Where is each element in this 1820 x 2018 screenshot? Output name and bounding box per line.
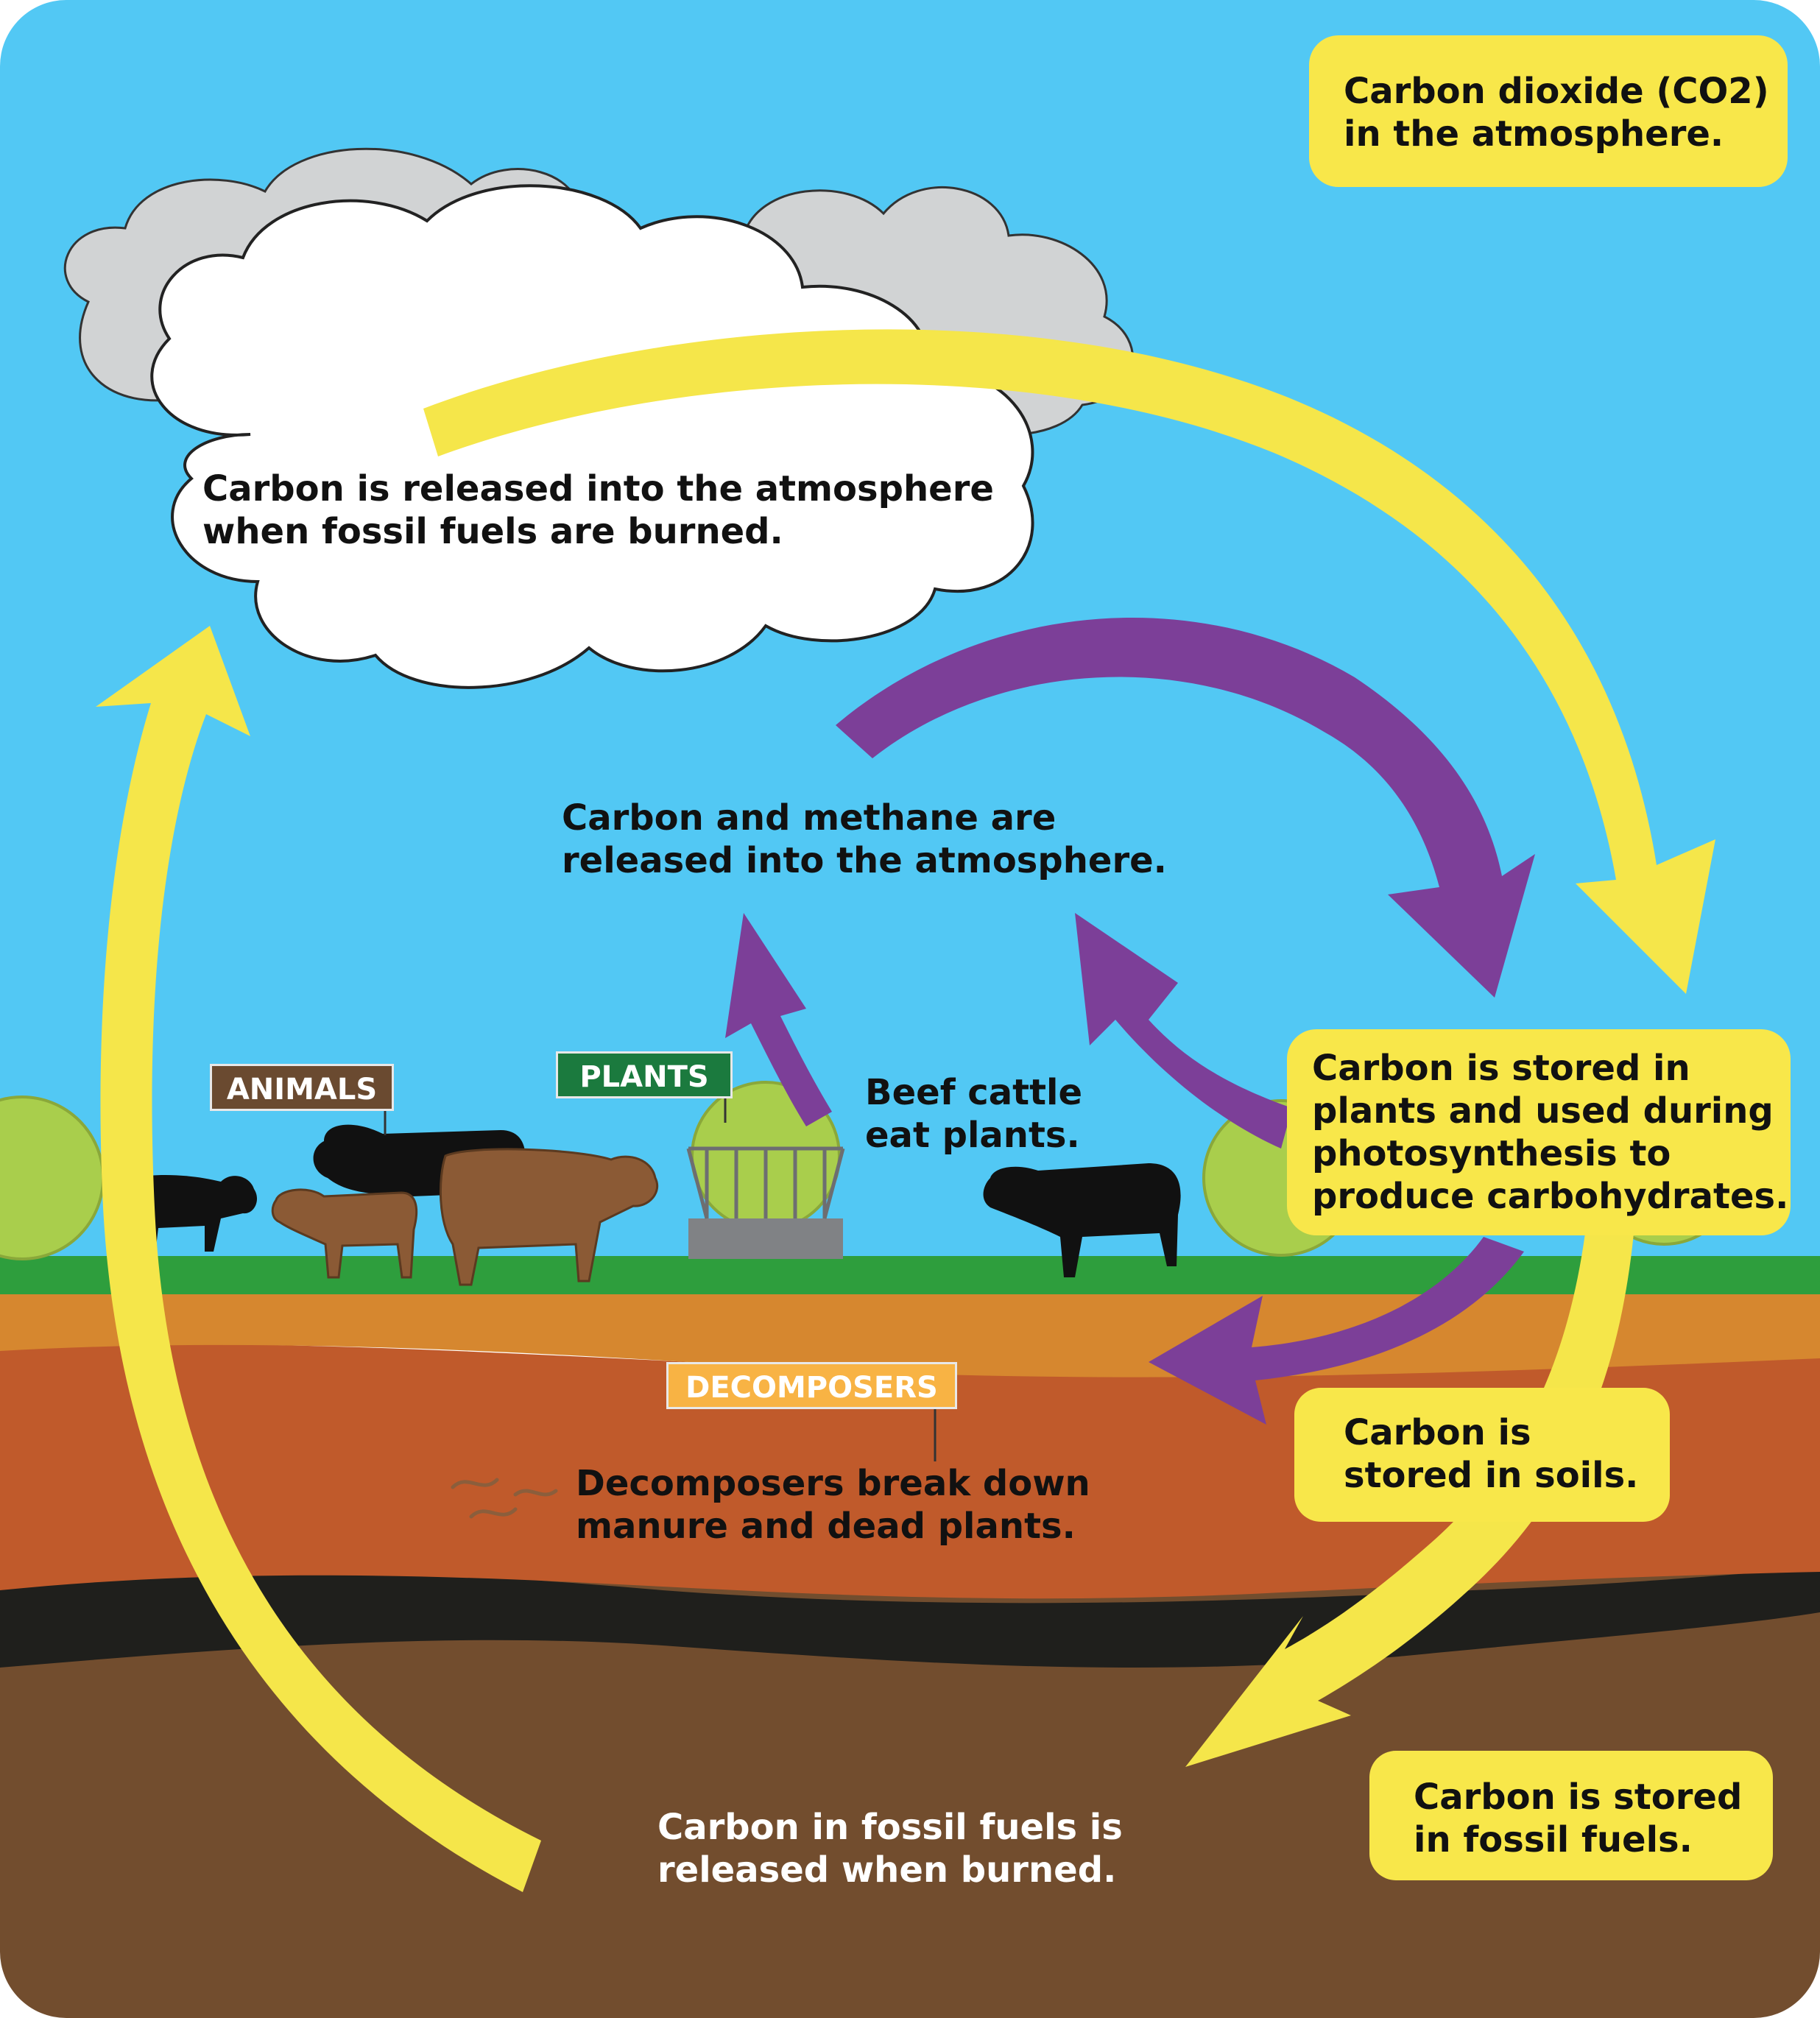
callout-box-soils xyxy=(1294,1388,1670,1522)
cloud-icon xyxy=(150,184,1034,689)
callout-box-fossil xyxy=(1369,1751,1773,1880)
tag-animals: ANIMALS xyxy=(210,1064,394,1111)
label-fossil-burned-cloud: Carbon is released into the atmosphere w… xyxy=(202,468,994,552)
label-fossil-released: Carbon in fossil fuels is released when … xyxy=(657,1807,1123,1891)
cow-icon xyxy=(271,1148,659,1286)
callout-box-plants xyxy=(1287,1029,1791,1235)
label-decomposers-text: Decomposers break down manure and dead p… xyxy=(576,1463,1090,1547)
label-cattle-eat: Beef cattle eat plants. xyxy=(865,1072,1083,1156)
worm-icon xyxy=(451,1478,558,1519)
callout-box-atmosphere xyxy=(1309,35,1788,187)
purple-flow-arrows xyxy=(725,618,1535,1425)
label-methane-released: Carbon and methane are released into the… xyxy=(562,797,1167,881)
grass-strip xyxy=(0,1256,1820,1294)
label-atmosphere-co2: Carbon dioxide (CO2) in the atmosphere. xyxy=(1344,71,1769,155)
tag-decomposers: DECOMPOSERS xyxy=(666,1362,957,1409)
callout-boxes xyxy=(1287,35,1791,1880)
label-stored-in-soils: Carbon is stored in soils. xyxy=(1344,1412,1639,1496)
label-stored-in-fossil: Carbon is stored in fossil fuels. xyxy=(1414,1777,1743,1860)
label-stored-in-plants: Carbon is stored in plants and used duri… xyxy=(1312,1048,1789,1217)
tag-plants: PLANTS xyxy=(556,1051,733,1098)
